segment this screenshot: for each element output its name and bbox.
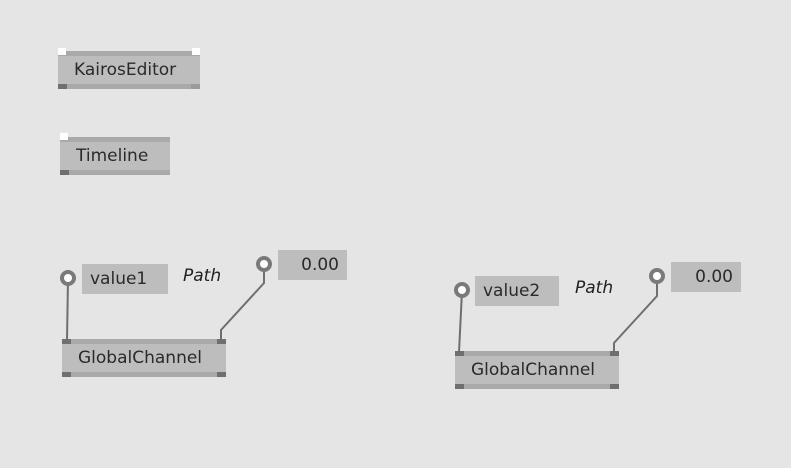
timeline-label: Timeline xyxy=(76,146,149,166)
wire-value1-to-channel1 xyxy=(66,278,69,341)
wire-value2-to-channel2 xyxy=(458,290,463,353)
path-label-1: Path xyxy=(183,266,222,286)
number1-port[interactable] xyxy=(256,256,272,272)
global-channel-1-inlet-right[interactable] xyxy=(217,339,226,344)
number1-field[interactable]: 0.00 xyxy=(278,250,347,280)
number2-field[interactable]: 0.00 xyxy=(671,262,741,292)
global-channel-2-node[interactable]: GlobalChannel xyxy=(455,351,619,389)
global-channel-2-label: GlobalChannel xyxy=(471,360,596,380)
kairos-editor-label: KairosEditor xyxy=(74,60,177,80)
kairos-editor-corner-left xyxy=(58,48,66,55)
timeline-corner-left xyxy=(60,133,68,140)
global-channel-2-inlet-right[interactable] xyxy=(610,351,619,356)
global-channel-1-inlet-left[interactable] xyxy=(62,339,71,344)
global-channel-1-outlet-left[interactable] xyxy=(62,372,71,377)
path-label-2: Path xyxy=(575,278,614,298)
timeline-node[interactable]: Timeline xyxy=(60,137,170,175)
number2-port[interactable] xyxy=(649,268,665,284)
value2-field[interactable]: value2 xyxy=(475,276,559,306)
value1-field[interactable]: value1 xyxy=(82,264,168,294)
global-channel-2-inlet-left[interactable] xyxy=(455,351,464,356)
wire-number2-to-channel2 xyxy=(613,277,658,352)
kairos-editor-inlet[interactable] xyxy=(58,84,67,89)
global-channel-1-label: GlobalChannel xyxy=(78,348,203,368)
global-channel-2-outlet-right[interactable] xyxy=(610,384,619,389)
wire-number1-to-channel1 xyxy=(220,265,265,340)
value2-port[interactable] xyxy=(454,282,470,298)
global-channel-1-outlet-right[interactable] xyxy=(217,372,226,377)
kairos-editor-node[interactable]: KairosEditor xyxy=(58,51,200,89)
kairos-editor-corner-right xyxy=(192,48,200,55)
global-channel-2-outlet-left[interactable] xyxy=(455,384,464,389)
kairos-editor-outlet[interactable] xyxy=(191,84,200,89)
value1-port[interactable] xyxy=(60,270,76,286)
timeline-inlet[interactable] xyxy=(60,170,69,175)
global-channel-1-node[interactable]: GlobalChannel xyxy=(62,339,226,377)
